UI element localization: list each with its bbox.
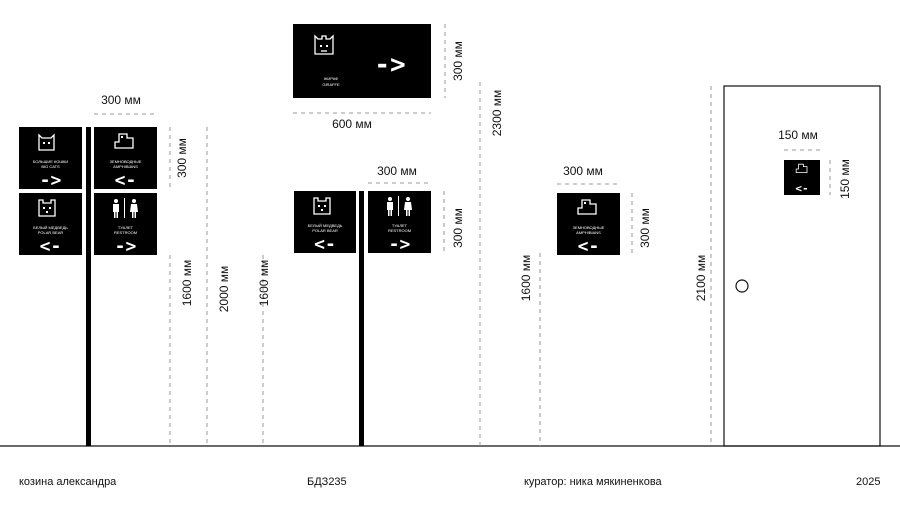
dim-height-2100: 2100 мм [694, 255, 708, 302]
dim-height-300: 300 мм [451, 41, 465, 81]
arrow-left: <- [40, 236, 62, 257]
dim-height-300: 300 мм [175, 138, 189, 178]
restroom-icon [113, 198, 138, 218]
door [723, 85, 881, 447]
dim-height-300: 300 мм [451, 208, 465, 248]
dim-width-300: 300 мм [377, 164, 417, 178]
caption-toilet-en: RESTROOM [388, 228, 411, 233]
sign-polar-bear: БЕЛЫЙ МЕДВЕДЬ POLAR BEAR <- [19, 193, 82, 257]
caption-big-cats: БОЛЬШИЕ КОШКИ [33, 159, 69, 164]
dim-width-300: 300 мм [563, 164, 603, 178]
caption-big-cats-en: BIG CATS [41, 164, 60, 169]
year-label: 2025 [856, 476, 881, 488]
caption-amphibians-en: AMPHIBIANS [576, 230, 601, 235]
caption-giraffe-en: GIRAFFE [322, 82, 340, 87]
caption-polar-bear-en: POLAR BEAR [312, 228, 338, 233]
arrow-left: <- [578, 236, 600, 257]
sign-amphibians-small: <- [784, 160, 820, 195]
sign-restroom: ТУАЛЕТ RESTROOM -> [94, 193, 157, 257]
sign-big-cats: БОЛЬШИЕ КОШКИ BIG CATS -> [19, 127, 82, 191]
caption-polar-bear-en: POLAR BEAR [38, 230, 64, 235]
group-label: БДЗ235 [307, 476, 347, 488]
caption-giraffe: ЖИРАФ [324, 76, 339, 81]
dim-height-1600: 1600 мм [257, 260, 271, 307]
caption-polar-bear: БЕЛЫЙ МЕДВЕДЬ [308, 223, 343, 228]
arrow-left: <- [314, 234, 336, 255]
caption-amphibians: ЗЕМНОВОДНЫЕ [573, 225, 605, 230]
giraffe-icon [314, 34, 334, 55]
arrow-right: -> [374, 50, 405, 80]
door-knob-icon [735, 279, 749, 293]
sign-restroom-2: ТУАЛЕТ RESTROOM -> [368, 191, 431, 255]
frog-icon [577, 199, 597, 215]
frog-icon [795, 163, 808, 173]
sign-amphibians-wall: ЗЕМНОВОДНЫЕ AMPHIBIANS <- [557, 193, 620, 257]
bear-icon [38, 199, 56, 217]
cat-icon [38, 133, 55, 151]
author-label: козина александра [19, 476, 117, 488]
arrow-left: <- [115, 170, 137, 191]
dim-height-1600: 1600 мм [180, 260, 194, 307]
restroom-icon [387, 196, 412, 216]
caption-toilet: ТУАЛЕТ [118, 225, 134, 230]
caption-amphibians-en: AMPHIBIANS [113, 164, 138, 169]
dim-height-300: 300 мм [638, 208, 652, 248]
dim-height-1600: 1600 мм [519, 255, 533, 302]
arrow-left: <- [795, 182, 808, 195]
sign-giraffe: ЖИРАФ GIRAFFE -> [293, 24, 431, 98]
caption-toilet-en: RESTROOM [114, 230, 137, 235]
dim-height-2300: 2300 мм [490, 90, 504, 137]
dim-width-150: 150 мм [778, 128, 818, 142]
caption-amphibians: ЗЕМНОВОДНЫЕ [110, 159, 142, 164]
pole-2 [359, 191, 364, 446]
dim-height-2000: 2000 мм [217, 266, 231, 313]
frog-icon [114, 133, 134, 149]
curator-label: куратор: ника мякиненкова [524, 476, 662, 488]
sign-amphibians: ЗЕМНОВОДНЫЕ AMPHIBIANS <- [94, 127, 157, 191]
arrow-right: -> [389, 234, 411, 255]
arrow-right: -> [40, 170, 62, 191]
bear-icon [313, 197, 331, 215]
pole-1 [86, 127, 91, 446]
arrow-right: -> [115, 236, 137, 257]
caption-toilet: ТУАЛЕТ [392, 223, 408, 228]
dim-height-150: 150 мм [838, 159, 852, 199]
sign-polar-bear-2: БЕЛЫЙ МЕДВЕДЬ POLAR BEAR <- [294, 191, 356, 255]
caption-polar-bear: БЕЛЫЙ МЕДВЕДЬ [33, 225, 68, 230]
dim-width-600: 600 мм [332, 117, 372, 131]
dim-width-300: 300 мм [101, 93, 141, 107]
